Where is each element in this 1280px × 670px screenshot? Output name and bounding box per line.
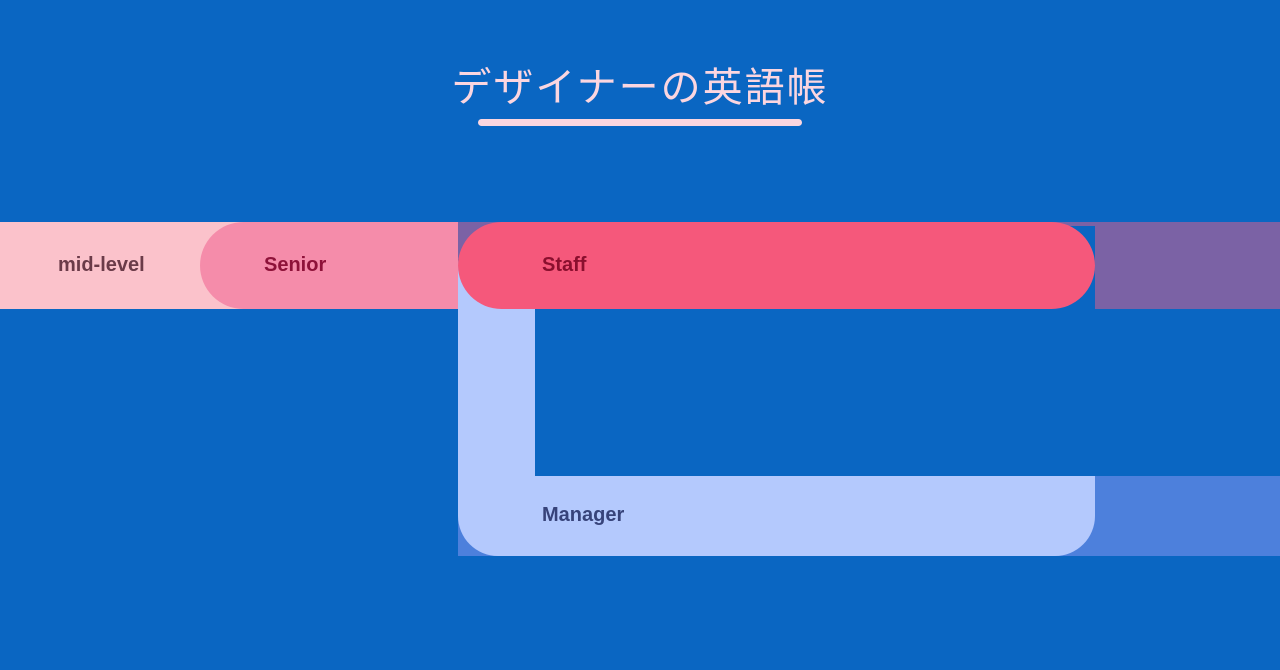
bar-label-mid-level: mid-level (58, 254, 145, 276)
bar-label-staff: Staff (542, 254, 587, 276)
page-title: デザイナーの英語帳 (451, 66, 829, 110)
bar-staff (458, 222, 1095, 309)
slide-header: デザイナーの英語帳 (0, 0, 1280, 222)
bar-label-manager: Manager (542, 504, 625, 526)
bar-label-senior: Senior (264, 254, 327, 276)
title-underline-rule (478, 119, 802, 126)
